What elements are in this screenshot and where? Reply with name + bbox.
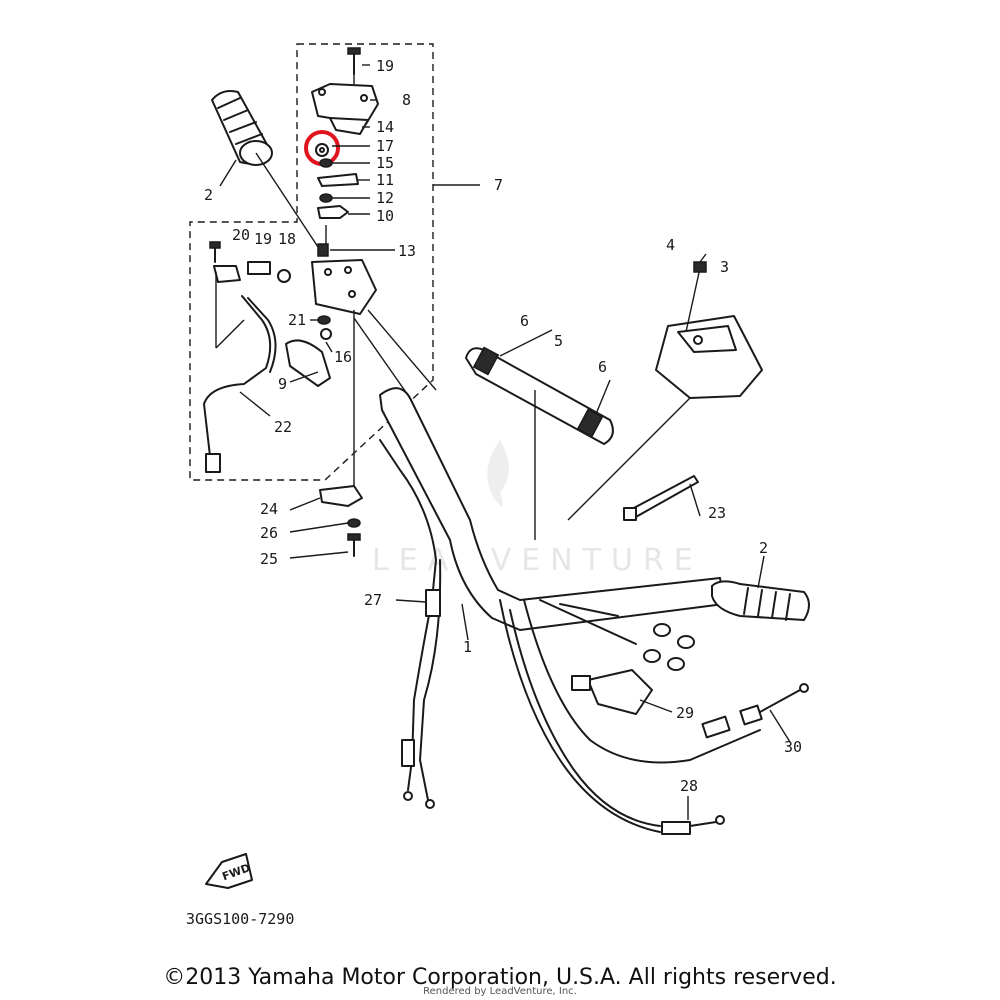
callout-7: 7 — [494, 176, 503, 194]
callout-8: 8 — [402, 91, 411, 109]
callout-2-right: 2 — [759, 539, 768, 557]
handlebar-1[interactable] — [353, 309, 725, 631]
switch-bracket[interactable] — [213, 265, 241, 283]
render-note: Rendered by LeadVenture, Inc. — [423, 986, 577, 997]
throttle-arm-10[interactable] — [317, 205, 349, 219]
fwd-arrow: FWD — [205, 853, 253, 889]
callout-16: 16 — [334, 348, 352, 366]
callout-labels: 1 2 2 3 4 5 6 6 7 8 9 10 11 12 12 13 14 … — [204, 57, 802, 795]
callout-20: 20 — [232, 226, 250, 244]
screw-20[interactable] — [209, 241, 221, 263]
cable-bracket-24[interactable] — [319, 485, 363, 507]
callout-28: 28 — [680, 777, 698, 795]
callout-1: 1 — [463, 638, 472, 656]
adjuster-nuts[interactable] — [539, 599, 695, 671]
callout-19-top: 19 — [376, 57, 394, 75]
washer-26[interactable] — [347, 518, 361, 528]
assembly-outline-7 — [189, 43, 480, 481]
switch-lead-22[interactable] — [203, 272, 277, 473]
callout-29: 29 — [676, 704, 694, 722]
washer-15[interactable] — [319, 158, 333, 168]
throttle-cable-27[interactable] — [379, 439, 442, 809]
screw-19b[interactable] — [247, 261, 271, 275]
bolt-4[interactable] — [693, 261, 707, 273]
callout-2-left: 2 — [204, 186, 213, 204]
callout-13: 13 — [398, 242, 416, 260]
part-code: 3GGS100-7290 — [186, 910, 294, 928]
callout-6-right: 6 — [598, 358, 607, 376]
washer-12[interactable] — [319, 193, 333, 203]
leader-stack — [325, 74, 355, 490]
brake-cable-30[interactable] — [701, 683, 809, 743]
nut-21[interactable] — [317, 315, 331, 325]
callout-21: 21 — [288, 311, 306, 329]
brake-switch-29[interactable] — [571, 669, 673, 715]
clamp-cover-3[interactable] — [567, 267, 763, 521]
brake-cable-lower[interactable] — [499, 599, 761, 833]
throttle-housing[interactable] — [311, 259, 377, 315]
adjuster-9[interactable] — [285, 339, 331, 387]
callout-6-left: 6 — [520, 312, 529, 330]
cable-tie-23[interactable] — [623, 475, 699, 521]
gasket-14[interactable] — [329, 117, 369, 135]
callout-19-box: 19 — [254, 230, 272, 248]
callout-10: 10 — [376, 207, 394, 225]
bolt-25[interactable] — [347, 533, 361, 557]
callout-25: 25 — [260, 550, 278, 568]
copyright-notice: ©2013 Yamaha Motor Corporation, U.S.A. A… — [163, 965, 837, 990]
spring-13[interactable] — [317, 243, 329, 257]
nut-17[interactable] — [315, 143, 329, 157]
washer-16[interactable] — [320, 328, 332, 340]
callout-3: 3 — [720, 258, 729, 276]
callout-30: 30 — [784, 738, 802, 756]
callout-14: 14 — [376, 118, 394, 136]
callout-9: 9 — [278, 375, 287, 393]
callout-17: 17 — [376, 137, 394, 155]
callout-22: 22 — [274, 418, 292, 436]
callout-5: 5 — [554, 332, 563, 350]
callout-18: 18 — [278, 230, 296, 248]
screw-19[interactable] — [347, 47, 361, 75]
brake-cable-28[interactable] — [661, 796, 725, 835]
watermark: LEADVENTURE — [372, 440, 703, 578]
callout-11: 11 — [376, 171, 394, 189]
crossbar-pad-5[interactable] — [465, 346, 614, 540]
watermark-text: LEADVENTURE — [372, 543, 703, 578]
lever-11[interactable] — [317, 173, 359, 187]
callout-15: 15 — [376, 154, 394, 172]
callout-26: 26 — [260, 524, 278, 542]
callout-4: 4 — [666, 236, 675, 254]
callout-12-stack: 12 — [376, 189, 394, 207]
left-grip[interactable] — [211, 90, 321, 251]
washer-18[interactable] — [277, 269, 291, 283]
callout-23: 23 — [708, 504, 726, 522]
right-grip[interactable] — [711, 580, 810, 621]
throttle-cover-8[interactable] — [311, 83, 379, 125]
callout-24: 24 — [260, 500, 278, 518]
callout-leaders — [219, 64, 765, 641]
callout-27: 27 — [364, 591, 382, 609]
